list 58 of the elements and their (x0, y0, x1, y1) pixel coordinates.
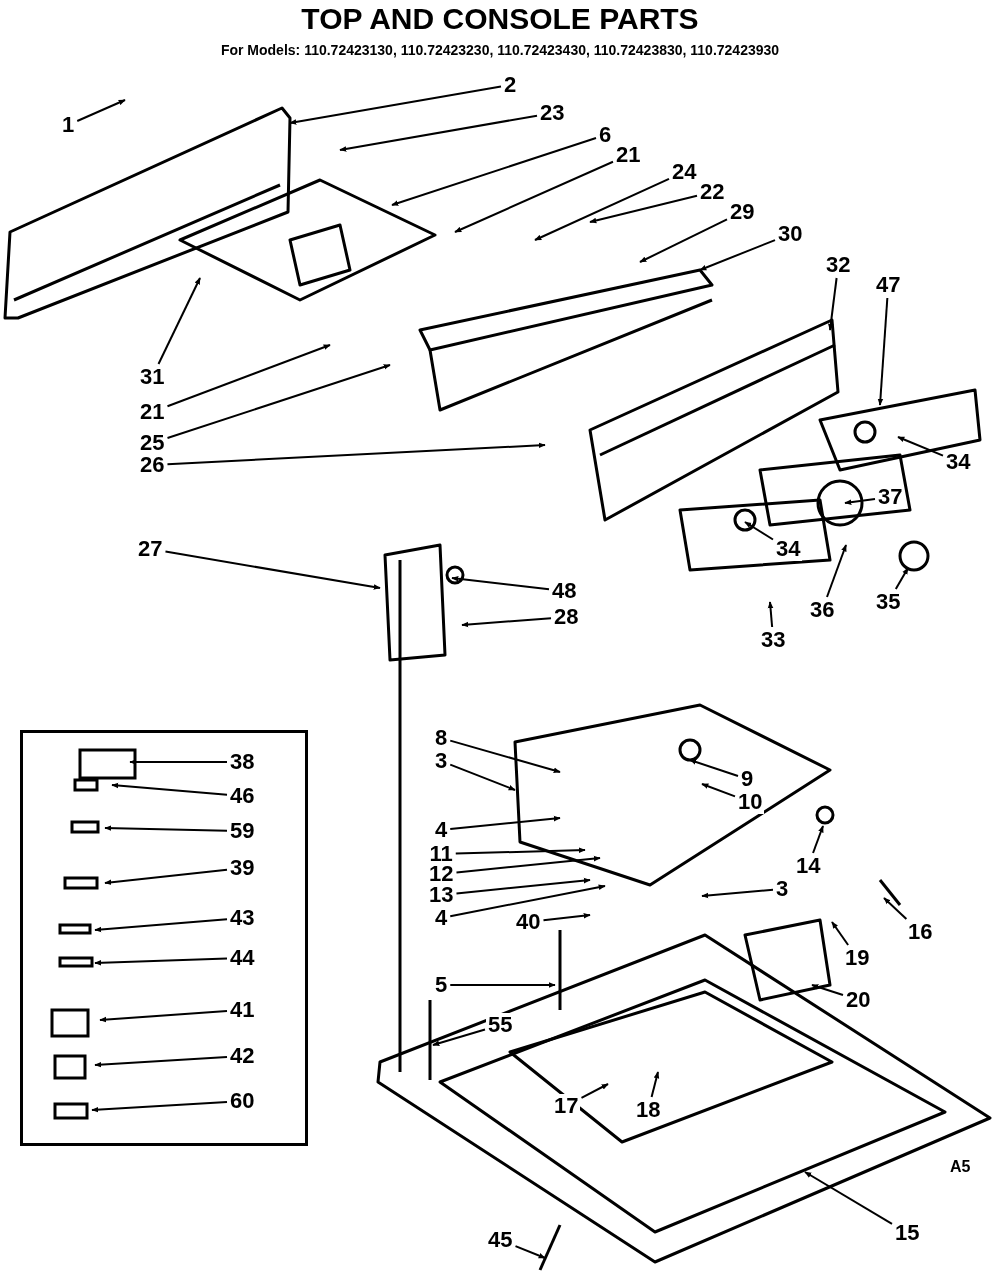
leader-line (589, 194, 698, 224)
leader-line (828, 277, 838, 331)
leader-line (826, 544, 847, 598)
leader-line (639, 218, 728, 263)
leader-line (883, 897, 908, 920)
leader-line (894, 567, 909, 590)
leader-line (91, 1100, 228, 1113)
leader-line (339, 114, 538, 152)
leader-line (164, 550, 381, 590)
inset-frame (20, 730, 308, 1146)
leader-line (449, 739, 561, 773)
leader-line (804, 1171, 893, 1225)
leader-line (449, 763, 516, 791)
leader-line (701, 888, 774, 899)
leader-line (699, 239, 776, 271)
leader-line (831, 921, 850, 946)
leader-line (99, 1010, 228, 1023)
leader-line (514, 1245, 546, 1259)
leader-line (129, 759, 228, 765)
leader-line (844, 498, 876, 505)
leader-line (897, 436, 944, 457)
model-numbers-note: For Models: 110.72423130, 110.72423230, 110.72423430, 110.72423830, 110.72423930 (219, 42, 781, 58)
leader-line (449, 884, 606, 918)
leader-line (701, 783, 736, 798)
leader-line (76, 99, 126, 122)
leader-line (432, 1028, 486, 1046)
leader-line (689, 759, 739, 777)
leader-line (157, 277, 201, 365)
leader-line (767, 601, 774, 628)
leader-line (289, 85, 502, 125)
leader-line (166, 442, 546, 466)
leader-line (811, 984, 844, 997)
leader-line (534, 177, 670, 241)
leader-line (94, 1055, 228, 1068)
diagram-code: A5 (950, 1158, 971, 1176)
leader-line (542, 912, 591, 922)
leader-line (94, 957, 228, 966)
leader-line (454, 847, 586, 855)
leader-line (454, 160, 614, 233)
leader-line (166, 364, 391, 439)
leader-line (111, 782, 228, 796)
leader-line (104, 825, 228, 832)
leader-line (744, 521, 774, 541)
leader-line (877, 297, 889, 406)
leader-line (104, 868, 228, 886)
leader-line (650, 1071, 660, 1098)
leader-line (391, 137, 597, 206)
leader-line (449, 982, 556, 988)
leader-line (166, 344, 331, 408)
leader-line (449, 815, 561, 831)
leader-line (461, 617, 552, 628)
leader-line (455, 855, 601, 874)
leader-line (580, 1083, 609, 1099)
leader-line (94, 918, 228, 933)
diagram-title: TOP AND CONSOLE PARTS (300, 2, 700, 36)
leader-line (455, 877, 591, 895)
leader-line (451, 575, 550, 591)
leader-line (812, 825, 824, 854)
